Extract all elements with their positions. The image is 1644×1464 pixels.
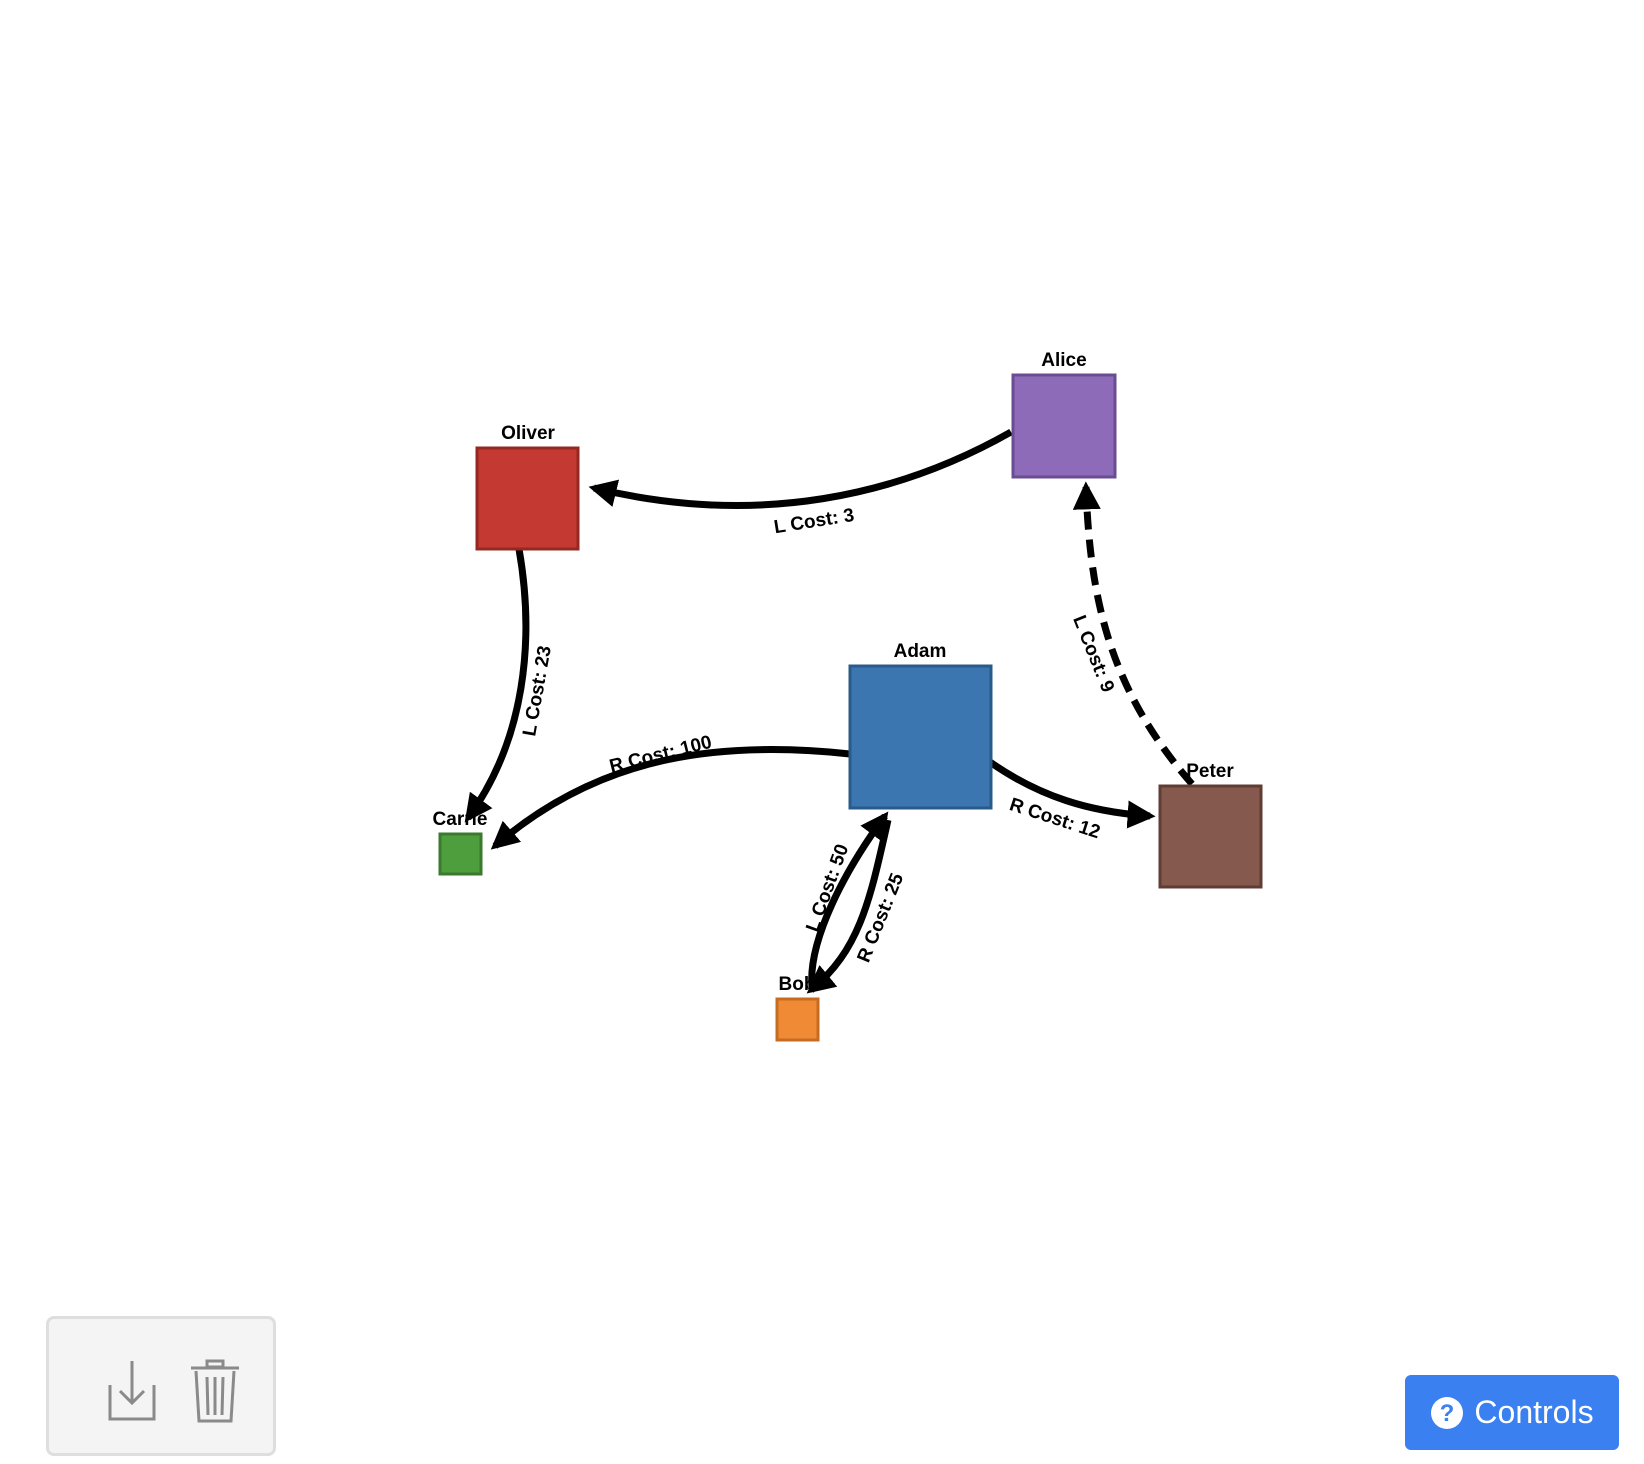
controls-button[interactable]: ? Controls [1405,1375,1619,1450]
node-alice[interactable]: Alice [1011,350,1117,479]
edge-alice-oliver[interactable] [588,428,1013,509]
node-label: Alice [1041,350,1086,371]
node-box[interactable] [1158,784,1263,889]
node-label: Peter [1186,761,1234,782]
node-label: Bob [779,974,816,995]
edge-label-alice-oliver: L Cost: 3 [773,505,856,538]
edge-label-adam-carrie: R Cost: 100 [607,732,714,778]
node-box[interactable] [1011,373,1117,479]
node-adam[interactable]: Adam [848,641,993,810]
edge-peter-alice[interactable] [1072,481,1195,787]
edge-label-adam-peter: R Cost: 12 [1007,794,1103,843]
svg-text:?: ? [1440,1400,1455,1427]
edges [464,428,1195,994]
node-label: Adam [894,641,947,662]
node-box[interactable] [775,997,820,1042]
node-oliver[interactable]: Oliver [475,423,580,551]
download-tray-icon [108,1361,156,1421]
graph-toolbar [46,1316,276,1456]
node-carrie[interactable]: Carrie [433,809,488,876]
edge-adam-peter[interactable] [987,759,1156,829]
export-button[interactable] [104,1359,160,1425]
edge-oliver-carrie[interactable] [464,548,530,823]
question-circle-icon: ? [1431,1396,1464,1429]
node-box[interactable] [475,446,580,551]
node-box[interactable] [848,664,993,810]
node-peter[interactable]: Peter [1158,761,1263,889]
edge-adam-carrie[interactable] [490,745,851,850]
node-box[interactable] [438,832,483,876]
node-label: Oliver [501,423,555,444]
edge-labels: L Cost: 3 L Cost: 23 R Cost: 100 R Cost:… [519,505,1118,966]
trash-icon [191,1359,239,1423]
clear-button[interactable] [187,1359,243,1425]
controls-label: Controls [1474,1394,1594,1430]
edge-adam-bob[interactable] [806,819,892,994]
node-label: Carrie [433,809,488,830]
node-bob[interactable]: Bob [775,974,820,1042]
